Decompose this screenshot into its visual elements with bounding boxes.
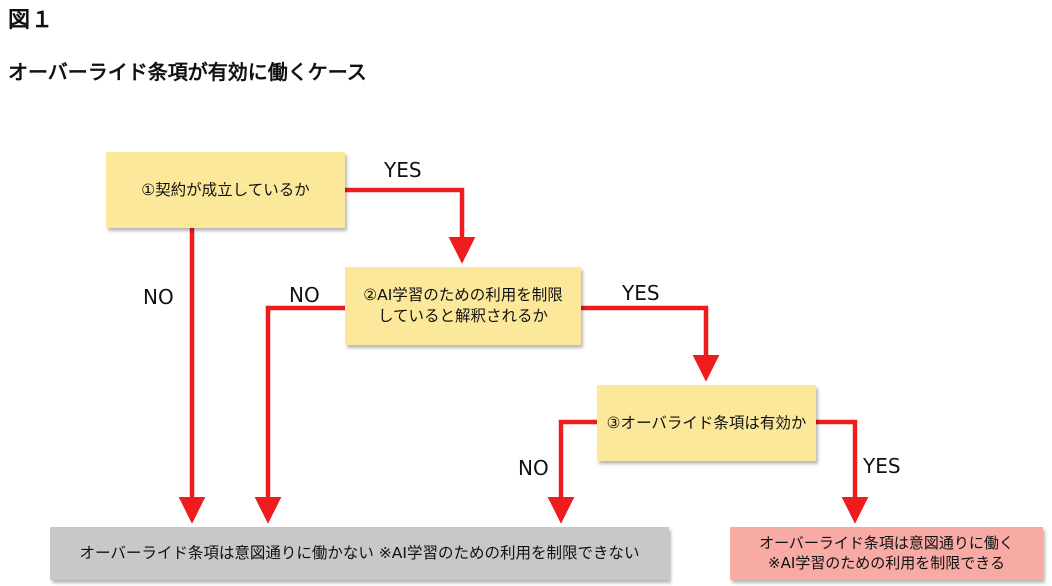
question-1-box: ①契約が成立しているか [106,152,345,228]
question-3-box: ③オーバライド条項は有効か [597,385,816,461]
result-effective-text-line2: ※AI学習のための利用を制限できる [768,553,1005,572]
result-not-effective-box: オーバーライド条項は意図通りに働かない ※AI学習のための利用を制限できない [50,527,669,580]
result-not-effective-text: オーバーライド条項は意図通りに働かない ※AI学習のための利用を制限できない [79,544,640,563]
label-q2-no: NO [289,283,320,307]
question-1-text: ①契約が成立しているか [141,180,310,199]
result-effective-text-line1: オーバーライド条項は意図通りに働く [759,534,1014,552]
question-2-text-line1: ②AI学習のための利用を制限 [363,286,563,305]
arrow-q3-yes [816,419,869,524]
question-2-box: ②AI学習のための利用を制限 していると解釈されるか [345,267,581,345]
label-q2-yes: YES [622,281,660,305]
arrow-q2-no [254,305,345,524]
arrow-q3-no [547,419,597,524]
label-q1-no: NO [143,285,174,309]
question-3-text: ③オーバライド条項は有効か [606,413,807,432]
label-q1-yes: YES [384,158,422,182]
question-2-text-line2: していると解釈されるか [377,307,549,325]
figure-number: 図１ [8,8,55,33]
arrow-q2-yes [581,305,720,382]
label-q3-no: NO [518,456,549,480]
diagram-title: オーバーライド条項が有効に働くケース [8,60,367,84]
arrow-q1-yes [345,187,476,264]
label-q3-yes: YES [863,454,901,478]
result-effective-box: オーバーライド条項は意図通りに働く ※AI学習のための利用を制限できる [730,527,1043,580]
